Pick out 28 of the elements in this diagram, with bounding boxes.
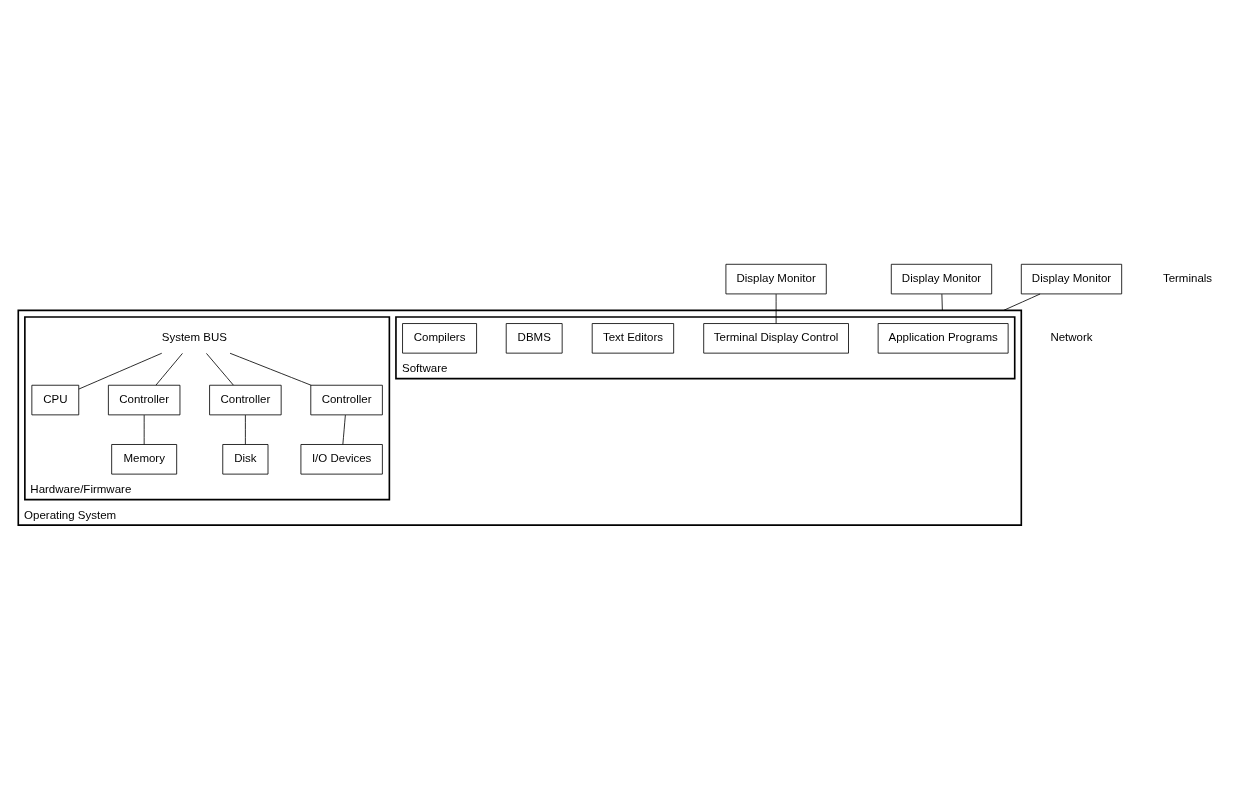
connector — [229, 352, 312, 386]
connector — [143, 414, 145, 445]
connector — [1003, 293, 1041, 311]
node-box: DBMS — [505, 323, 563, 354]
connector — [775, 293, 777, 324]
connector — [78, 352, 163, 390]
node-box: Display Monitor — [1020, 263, 1123, 295]
node-box: I/O Devices — [300, 444, 383, 475]
node-box: Disk — [222, 444, 269, 475]
node-box: Controller — [310, 384, 383, 416]
node-text: System BUS — [161, 331, 227, 344]
connector — [206, 353, 234, 386]
node-box: Controller — [107, 384, 181, 416]
node-box: Memory — [111, 444, 178, 475]
node-box: Compilers — [402, 323, 477, 354]
node-box: Application Programs — [877, 323, 1009, 354]
connector — [244, 414, 246, 445]
node-box: Text Editors — [591, 323, 675, 354]
label: Terminals — [1162, 272, 1213, 285]
label: Network — [1050, 331, 1093, 344]
node-box: Display Monitor — [890, 263, 993, 295]
node-box: Terminal Display Control — [703, 323, 849, 354]
node-box: Controller — [209, 384, 282, 416]
connector — [342, 414, 346, 445]
node-box: Display Monitor — [725, 263, 827, 295]
connector — [155, 353, 183, 386]
connector — [941, 293, 943, 311]
node-box: CPU — [31, 384, 80, 416]
